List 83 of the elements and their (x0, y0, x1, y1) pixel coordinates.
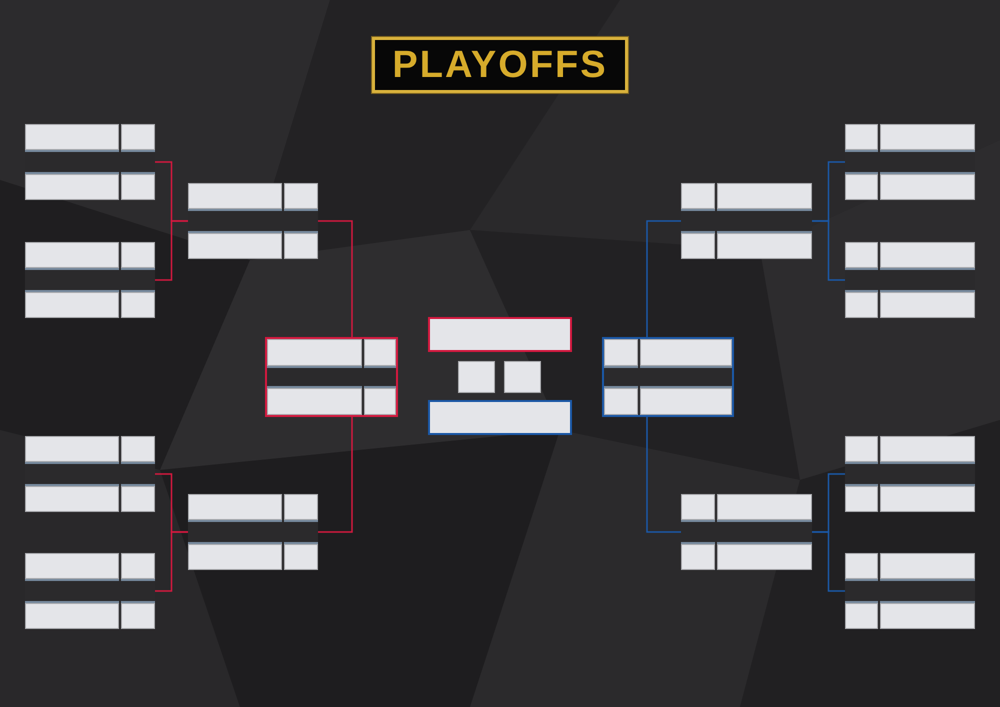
score-field (121, 124, 155, 152)
score-field (845, 553, 878, 581)
name-field (717, 494, 812, 522)
name-field (880, 436, 975, 464)
bracket-line (155, 220, 188, 281)
bracket-line (812, 531, 845, 592)
score-field (681, 231, 715, 259)
name-field (267, 386, 362, 415)
name-field (880, 290, 975, 318)
name-field (267, 339, 362, 368)
matchup-card (25, 553, 155, 629)
bracket-line (155, 531, 188, 592)
matchup-card (265, 337, 398, 417)
matchup-card (845, 242, 975, 318)
score-field (121, 436, 155, 464)
name-field (25, 242, 119, 270)
name-field (880, 553, 975, 581)
score-field (681, 494, 715, 522)
bracket-line (318, 417, 353, 533)
score-field (845, 124, 878, 152)
score-field (121, 172, 155, 200)
matchup-card (845, 553, 975, 629)
matchup-card (845, 124, 975, 200)
name-field (25, 290, 119, 318)
score-field (284, 183, 318, 211)
score-field (121, 601, 155, 629)
matchup-card (845, 436, 975, 512)
bracket-line (812, 220, 845, 281)
score-field (121, 553, 155, 581)
name-field (188, 183, 282, 211)
name-field (188, 542, 282, 570)
score-field (121, 290, 155, 318)
score-field (845, 436, 878, 464)
score-field (364, 339, 396, 368)
matchup-card (25, 436, 155, 512)
score-field (121, 242, 155, 270)
name-field (188, 494, 282, 522)
matchup-card (681, 183, 812, 259)
matchup-card (188, 494, 318, 570)
name-field (880, 124, 975, 152)
name-field (880, 172, 975, 200)
score-field (284, 494, 318, 522)
name-field (25, 553, 119, 581)
name-field (717, 542, 812, 570)
name-field (717, 231, 812, 259)
bracket-line (646, 417, 681, 533)
score-field (845, 242, 878, 270)
matchup-card (25, 124, 155, 200)
matchup-card (681, 494, 812, 570)
score-field (504, 361, 541, 393)
score-field (845, 601, 878, 629)
score-field (284, 542, 318, 570)
score-field (284, 231, 318, 259)
name-field (188, 231, 282, 259)
score-field (604, 386, 638, 415)
score-field (845, 290, 878, 318)
name-field (717, 183, 812, 211)
score-field (121, 484, 155, 512)
score-field (845, 172, 878, 200)
score-field (364, 386, 396, 415)
bracket-line (318, 220, 353, 337)
name-field (25, 436, 119, 464)
score-field (681, 542, 715, 570)
score-field (681, 183, 715, 211)
name-field (880, 242, 975, 270)
score-field (604, 339, 638, 368)
name-field (880, 484, 975, 512)
name-field (428, 317, 572, 352)
name-field (640, 386, 732, 415)
title-banner: PLAYOFFS (372, 37, 628, 93)
name-field (25, 601, 119, 629)
name-field (25, 172, 119, 200)
name-field (880, 601, 975, 629)
score-field (458, 361, 495, 393)
name-field (25, 484, 119, 512)
name-field (428, 400, 572, 435)
matchup-card (25, 242, 155, 318)
name-field (640, 339, 732, 368)
matchup-card (602, 337, 734, 417)
score-field (845, 484, 878, 512)
name-field (25, 124, 119, 152)
bracket-line (646, 220, 681, 337)
matchup-card (188, 183, 318, 259)
